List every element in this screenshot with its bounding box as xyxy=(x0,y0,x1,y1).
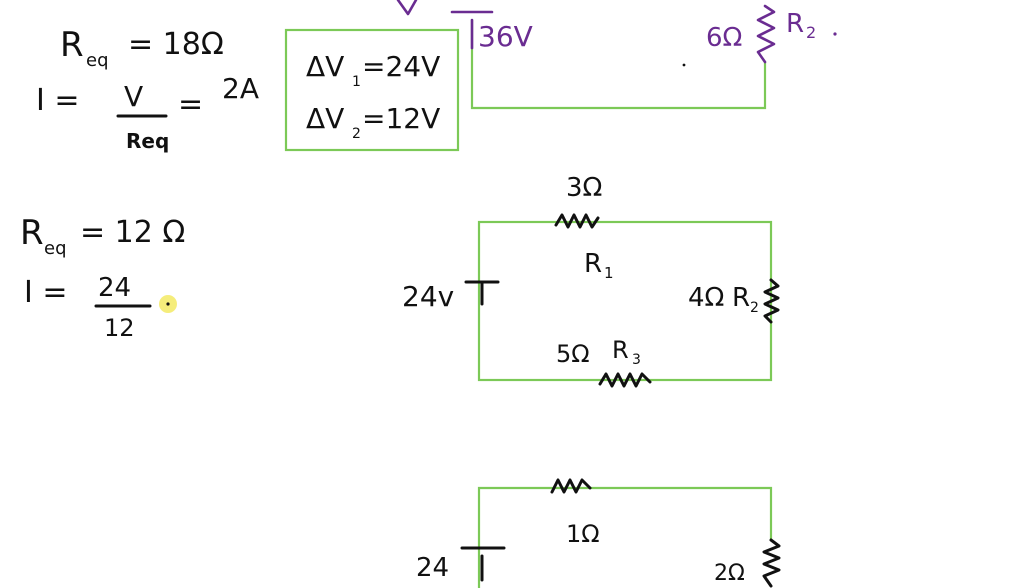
resistor-r1-sub: 1 xyxy=(604,264,614,282)
resistor-r3-value: 5Ω xyxy=(556,340,590,368)
fraction-num-top: V xyxy=(124,80,143,113)
delta-v2-value: =12V xyxy=(362,102,440,135)
battery-label-bottom: 24 xyxy=(416,553,449,583)
resistor-bottom-top-value: 1Ω xyxy=(566,520,600,548)
resistor-r2-value: 4Ω xyxy=(688,283,724,313)
req-value-top: = 18Ω xyxy=(128,27,224,62)
fraction-num-middle: 24 xyxy=(98,273,131,303)
resistor-bottom-right-value: 2Ω xyxy=(714,561,745,586)
stray-dot-2 xyxy=(682,63,686,67)
voltage-box-border xyxy=(284,28,460,152)
circuit-bottom: 1Ω 24 2Ω xyxy=(416,478,781,588)
resistor-r2-top-zigzag xyxy=(756,4,776,64)
delta-v2-sub: 2 xyxy=(352,126,361,142)
resistor-r1-zigzag xyxy=(554,213,600,229)
req-sub-top: eq xyxy=(86,50,109,71)
circuit-top-wire xyxy=(470,20,767,110)
resistor-r1-value: 3Ω xyxy=(566,173,602,203)
stray-dot xyxy=(833,32,837,36)
battery-label-middle: 24v xyxy=(402,280,454,313)
resistor-r2-top-value: 6Ω xyxy=(706,23,742,53)
resistor-r3-zigzag xyxy=(598,372,652,388)
delta-v1-value: =24V xyxy=(362,50,440,83)
req-symbol-top: R xyxy=(60,25,84,65)
delta-v2-symbol: ΔV xyxy=(306,102,344,135)
resistor-bottom-top-zigzag xyxy=(550,478,592,494)
resistor-r2-name: R xyxy=(732,283,750,313)
resistor-r3-name: R xyxy=(612,336,629,364)
req-value-middle: = 12 Ω xyxy=(80,215,185,250)
battery-label-top: 36V xyxy=(478,20,533,53)
current-label-middle: I = xyxy=(24,275,68,310)
fraction-den-middle: 12 xyxy=(104,314,135,342)
current-equals-top: = xyxy=(178,87,203,122)
cursor-dot xyxy=(166,302,170,306)
circuit-top: 36V 6Ω R 2 xyxy=(396,0,837,110)
resistor-r2-sub: 2 xyxy=(750,300,759,316)
fraction-den-top: Req xyxy=(126,129,169,153)
resistor-r2-zigzag xyxy=(763,278,780,324)
req-sub-middle: eq xyxy=(44,238,67,259)
circuit-middle: 3Ω R 1 24v 4Ω R 2 5Ω R 3 xyxy=(402,173,780,388)
resistor-r2-top-sub: 2 xyxy=(806,23,816,42)
resistor-r2-top-name: R xyxy=(786,9,804,39)
req-symbol-middle: R xyxy=(20,213,44,253)
resistor-r3-sub: 3 xyxy=(632,352,641,368)
resistor-r1-name: R xyxy=(584,249,602,279)
top-notes: R eq = 18Ω I = V Req = 2A xyxy=(36,25,259,153)
current-label-top: I = xyxy=(36,83,80,118)
delta-v1-symbol: ΔV xyxy=(306,50,344,83)
middle-notes: R eq = 12 Ω I = 24 12 xyxy=(20,213,185,342)
circuit-bottom-wire xyxy=(477,486,773,588)
resistor-bottom-right-zigzag xyxy=(762,538,781,588)
battery-cut-mark xyxy=(396,0,418,16)
current-value-top: 2A xyxy=(222,72,259,105)
delta-v1-sub: 1 xyxy=(352,74,361,90)
voltage-box: ΔV 1 =24V ΔV 2 =12V xyxy=(284,28,460,152)
